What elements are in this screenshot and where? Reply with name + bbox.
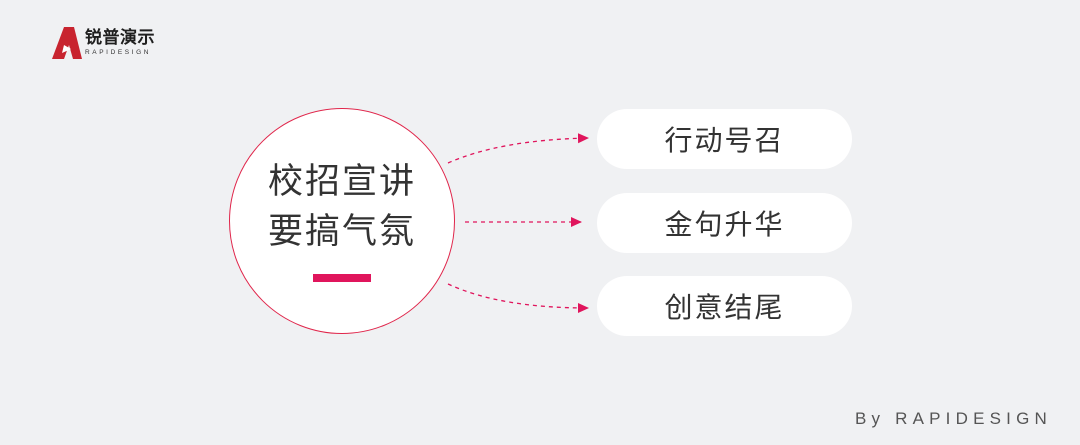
brand-logo: 锐普演示 RAPIDESIGN	[52, 27, 155, 59]
center-topic-line-2: 要搞气氛	[267, 212, 416, 252]
connector-arrow-3	[447, 283, 589, 313]
center-topic-line-1: 校招宣讲	[267, 162, 416, 202]
item-pill-creative-ending: 创意结尾	[597, 276, 852, 336]
item-pill-golden-sentence: 金句升华	[597, 193, 852, 253]
center-topic-title: 校招宣讲 要搞气氛	[230, 157, 454, 257]
center-topic-circle: 校招宣讲 要搞气氛	[229, 108, 455, 334]
connector-arrow-1	[447, 133, 589, 164]
footer-credit: By RAPIDESIGN	[854, 409, 1052, 428]
rapidesign-logo-icon	[52, 27, 82, 59]
logo-chinese-name: 锐普演示	[85, 28, 155, 48]
logo-english-name: RAPIDESIGN	[85, 49, 152, 56]
accent-bar	[313, 274, 371, 282]
item-pill-call-to-action: 行动号召	[597, 109, 852, 169]
logo-text: 锐普演示 RAPIDESIGN	[85, 29, 155, 57]
